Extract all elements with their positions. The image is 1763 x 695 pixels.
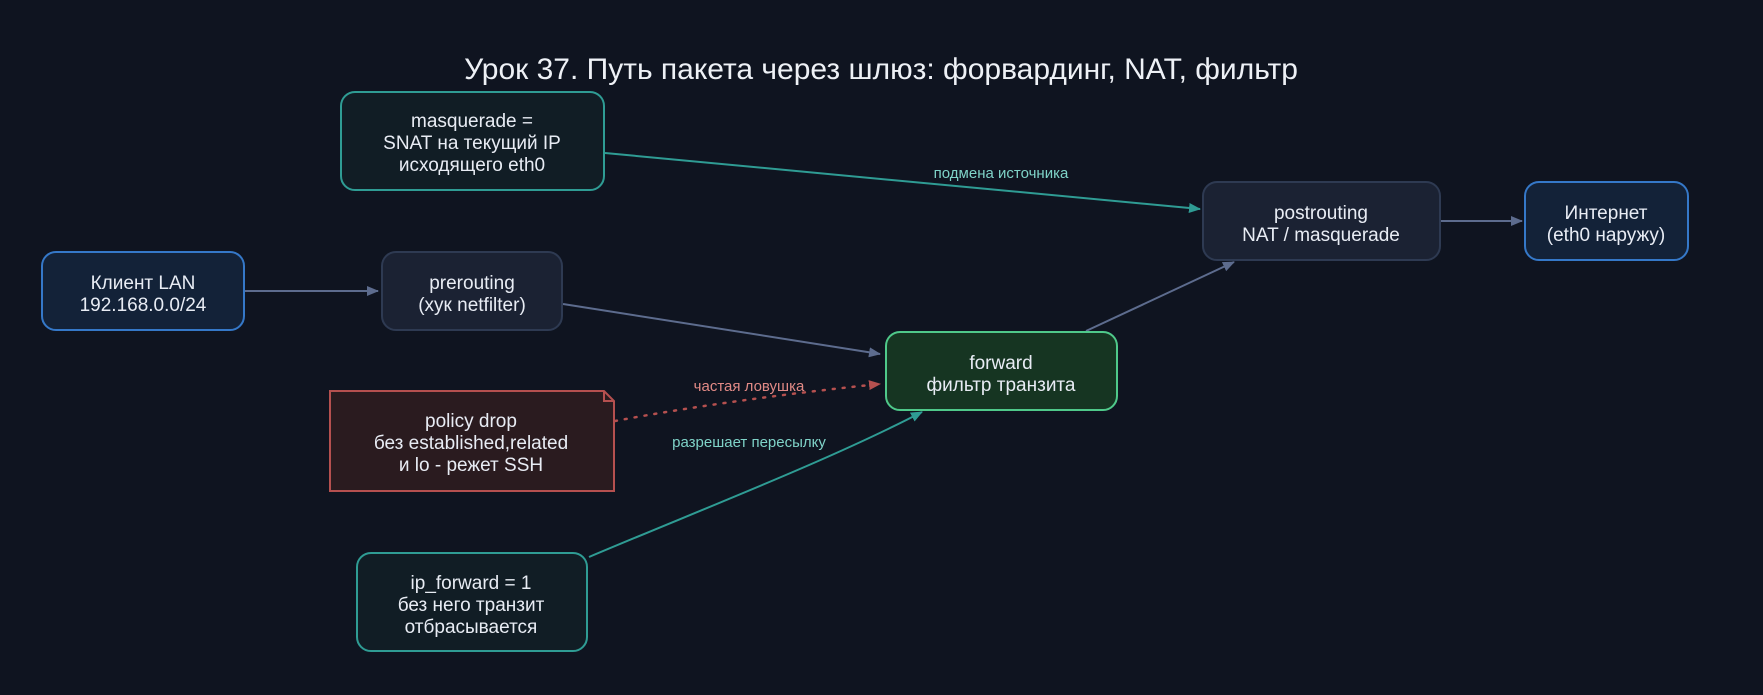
node-masquerade-line-3: исходящего eth0 bbox=[399, 155, 545, 176]
edge-label-substitution: подмена источника bbox=[934, 165, 1069, 182]
edge-forward-postrouting bbox=[1085, 261, 1235, 332]
node-forward: forward фильтр транзита bbox=[885, 331, 1118, 411]
node-internet: Интернет (eth0 наружу) bbox=[1524, 181, 1689, 261]
node-ipforward-line-2: без него транзит bbox=[398, 595, 545, 616]
node-internet-line-2: (eth0 наружу) bbox=[1547, 225, 1665, 246]
edge-label-allows-forwarding: разрешает пересылку bbox=[672, 434, 826, 451]
edge-label-common-trap: частая ловушка bbox=[694, 378, 805, 395]
node-masquerade-line-1: masquerade = bbox=[411, 111, 533, 132]
diagram-title: Урок 37. Путь пакета через шлюз: форвард… bbox=[464, 53, 1298, 86]
node-client-line-1: Клиент LAN bbox=[91, 273, 196, 294]
node-ip-forward: ip_forward = 1 без него транзит отбрасыв… bbox=[356, 552, 588, 652]
edges bbox=[244, 152, 1523, 558]
node-masquerade-line-2: SNAT на текущий IP bbox=[383, 133, 561, 154]
node-postrouting-line-2: NAT / masquerade bbox=[1242, 225, 1400, 246]
node-prerouting-line-1: prerouting bbox=[429, 273, 515, 294]
node-internet-line-1: Интернет bbox=[1565, 203, 1648, 224]
node-policy-line-1: policy drop bbox=[425, 411, 517, 432]
node-forward-line-2: фильтр транзита bbox=[926, 375, 1075, 396]
node-prerouting: prerouting (хук netfilter) bbox=[381, 251, 563, 331]
node-ipforward-line-3: отбрасывается bbox=[405, 617, 538, 638]
edge-masquerade-postrouting bbox=[604, 152, 1201, 213]
node-client-line-2: 192.168.0.0/24 bbox=[80, 295, 207, 316]
node-forward-line-1: forward bbox=[969, 353, 1032, 374]
node-client-lan: Клиент LAN 192.168.0.0/24 bbox=[41, 251, 245, 331]
node-masquerade: masquerade = SNAT на текущий IP исходяще… bbox=[340, 91, 605, 191]
edge-ipforward-forward bbox=[588, 411, 923, 558]
node-policy-line-3: и lo - режет SSH bbox=[399, 455, 543, 476]
node-postrouting: postrouting NAT / masquerade bbox=[1202, 181, 1441, 261]
node-policy-line-2: без established,related bbox=[374, 433, 568, 454]
node-postrouting-line-1: postrouting bbox=[1274, 203, 1368, 224]
edge-prerouting-forward bbox=[562, 303, 881, 358]
node-policy-drop: policy drop без established,related и lo… bbox=[329, 390, 615, 492]
node-prerouting-line-2: (хук netfilter) bbox=[418, 295, 526, 316]
node-ipforward-line-1: ip_forward = 1 bbox=[411, 573, 532, 594]
